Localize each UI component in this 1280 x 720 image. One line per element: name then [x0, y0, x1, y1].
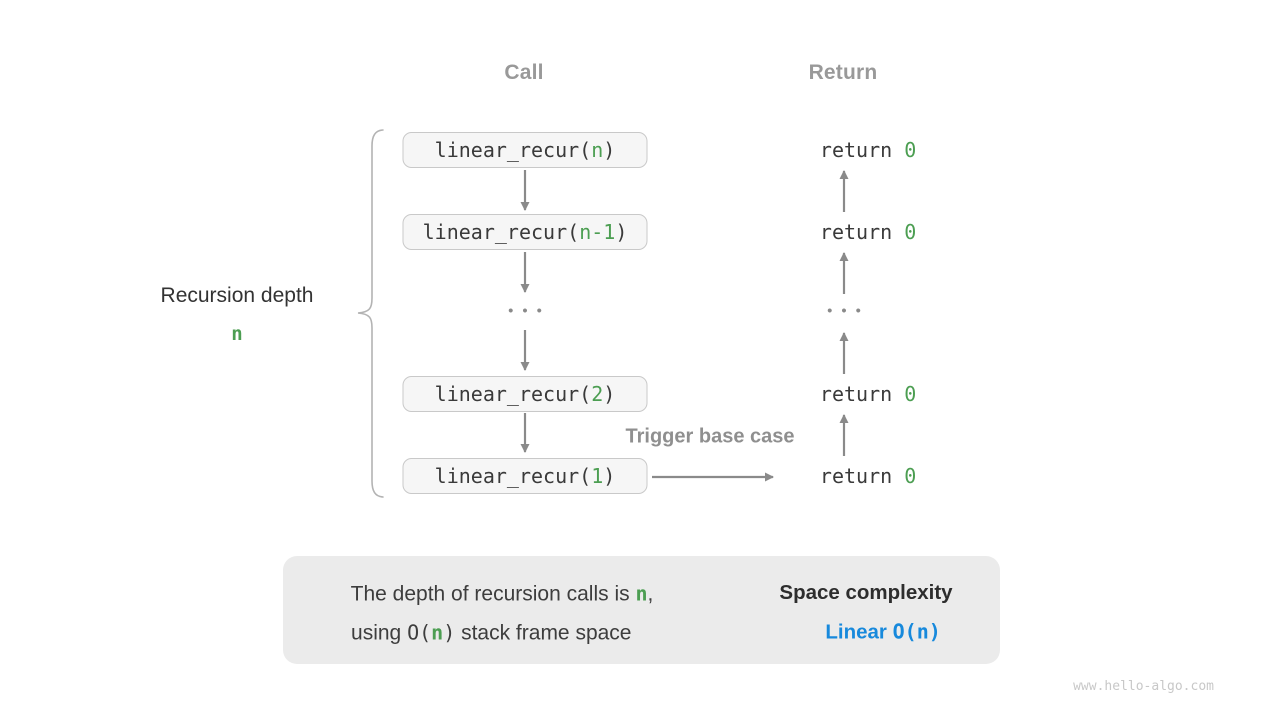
return-statement: return 0 — [772, 440, 917, 512]
return-column-header: Return — [808, 61, 878, 84]
call-box-n: linear_recur(n) — [402, 132, 648, 168]
return-value: 0 — [904, 220, 917, 244]
recursion-depth-value: n — [231, 323, 243, 345]
return-value: 0 — [904, 382, 917, 406]
return-statement: return 0 — [772, 358, 917, 430]
return-value: 0 — [904, 138, 917, 162]
code-text: return — [819, 138, 905, 162]
summary-panel: The depth of recursion calls is n, using… — [283, 556, 1000, 664]
summary-text: The depth of recursion calls is — [350, 582, 636, 606]
summary-line-1: The depth of recursion calls is n, — [316, 558, 654, 631]
code-text: return — [819, 220, 905, 244]
complexity-word: Linear — [825, 620, 893, 644]
code-arg: n — [591, 138, 604, 162]
complexity-big-o: ) — [928, 619, 941, 644]
code-arg: n-1 — [579, 220, 616, 244]
code-text: ) — [603, 138, 616, 162]
code-text: linear_recur( — [434, 464, 592, 488]
code-text: return — [819, 464, 905, 488]
site-watermark: www.hello-algo.com — [1073, 679, 1214, 694]
return-statement: return 0 — [772, 196, 917, 268]
code-text: ) — [615, 220, 628, 244]
complexity-big-o: O( — [892, 619, 917, 644]
code-text: ) — [603, 382, 616, 406]
space-complexity-title: Space complexity — [779, 581, 953, 604]
summary-n: n — [635, 581, 648, 606]
code-arg: 2 — [591, 382, 604, 406]
summary-text: , — [647, 582, 654, 606]
summary-text: stack frame space — [455, 621, 632, 645]
call-box-n-1: linear_recur(n-1) — [402, 214, 648, 250]
summary-n: n — [431, 620, 444, 645]
code-text: linear_recur( — [422, 220, 580, 244]
summary-line-2: using O(n) stack frame space — [316, 597, 631, 670]
code-text: linear_recur( — [434, 138, 592, 162]
call-ellipsis: ••• — [508, 302, 551, 320]
call-box-2: linear_recur(2) — [402, 376, 648, 412]
code-text: ) — [603, 464, 616, 488]
return-statement: return 0 — [772, 114, 917, 186]
return-value: 0 — [904, 464, 917, 488]
big-o-text: O( — [407, 620, 432, 645]
return-ellipsis: ••• — [827, 302, 870, 320]
code-text: return — [819, 382, 905, 406]
trigger-base-case-label: Trigger base case — [625, 425, 795, 448]
code-arg: 1 — [591, 464, 604, 488]
space-complexity-value: Linear O(n) — [791, 596, 941, 669]
recursion-depth-brace — [357, 129, 384, 498]
recursion-depth-label: Recursion depth — [160, 284, 314, 307]
code-text: linear_recur( — [434, 382, 592, 406]
call-box-1: linear_recur(1) — [402, 458, 648, 494]
complexity-n: n — [916, 619, 929, 644]
summary-text: using — [351, 621, 408, 645]
call-column-header: Call — [504, 61, 544, 84]
big-o-text: ) — [443, 620, 456, 645]
